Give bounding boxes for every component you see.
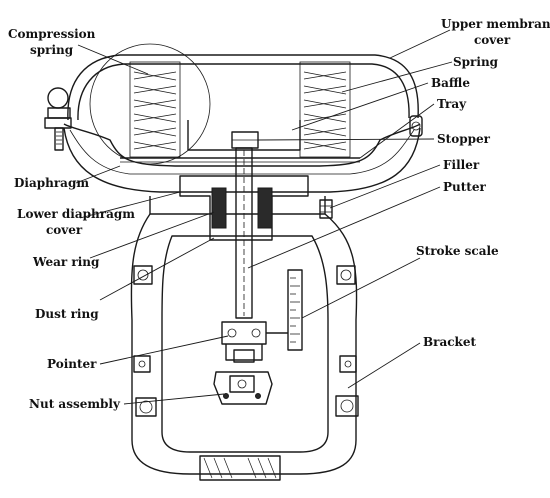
bracket-shape xyxy=(130,213,358,475)
label-diaphragm: Diaphragm xyxy=(14,176,89,190)
right-springs xyxy=(299,61,351,158)
label-stopper: Stopper xyxy=(437,132,491,146)
leader-lines xyxy=(75,29,453,405)
label-stroke-scale: Stroke scale xyxy=(416,244,499,258)
label-dust-ring: Dust ring xyxy=(35,307,99,321)
upper-membrane-cover-shape xyxy=(67,54,419,121)
wear-ring-shape xyxy=(211,187,273,229)
label-compression-spring-line2: spring xyxy=(30,43,74,57)
label-pointer: Pointer xyxy=(47,357,97,371)
nut-assembly-shape xyxy=(213,371,273,405)
lower-diaphragm-cover-shape xyxy=(63,127,421,193)
label-filler: Filler xyxy=(443,158,480,172)
upper-membrane-cover-inner xyxy=(77,63,410,121)
valve-connection xyxy=(199,455,281,481)
stroke-scale-shape xyxy=(287,269,303,351)
label-nut-assembly: Nut assembly xyxy=(29,397,121,411)
left-springs xyxy=(129,61,181,158)
diaphragm-shape xyxy=(63,123,421,167)
left-flange-bolt xyxy=(44,87,72,151)
label-putter: Putter xyxy=(443,180,486,194)
label-compression-spring-line1: Compression xyxy=(8,27,96,41)
label-spring: Spring xyxy=(453,55,499,69)
label-upper-membrane-cover-line2: cover xyxy=(474,33,511,47)
center-hub xyxy=(179,175,309,241)
putter-shape xyxy=(235,147,253,319)
right-flange-bolt xyxy=(409,115,423,137)
lower-cover-boss xyxy=(149,196,326,215)
label-wear-ring: Wear ring xyxy=(32,255,100,269)
label-upper-membrane-cover-line1: Upper membrane xyxy=(441,17,550,31)
label-baffle: Baffle xyxy=(431,76,470,90)
pointer-shape xyxy=(221,321,288,363)
label-tray: Tray xyxy=(437,97,467,111)
labels: Compression spring Upper membrane cover … xyxy=(8,17,550,411)
bracket-bolts xyxy=(133,265,359,417)
baffle-shape xyxy=(187,120,301,151)
stopper-shape xyxy=(231,131,259,149)
label-bracket: Bracket xyxy=(423,335,476,349)
label-lower-diaphragm-cover-line1: Lower diaphragm xyxy=(17,207,135,221)
actuator-drawing xyxy=(44,43,423,481)
filler-shape xyxy=(319,199,333,219)
label-lower-diaphragm-cover-line2: cover xyxy=(46,223,83,237)
